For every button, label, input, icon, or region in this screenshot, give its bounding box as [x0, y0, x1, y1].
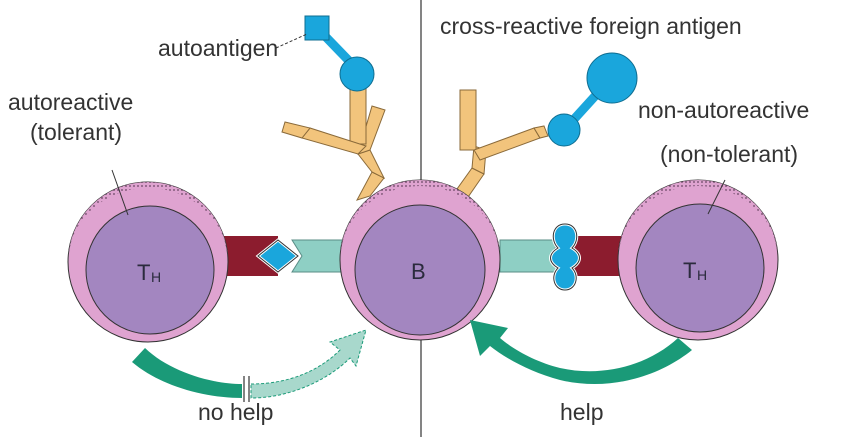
- b-cell: B: [340, 180, 500, 340]
- non-tolerant-label: (non-tolerant): [660, 141, 798, 167]
- right-th-letter: T: [683, 258, 696, 283]
- help-label: help: [560, 399, 603, 425]
- antibody-left: [282, 86, 385, 200]
- autoantigen-molecule: [305, 16, 374, 91]
- right-th-subscript: H: [697, 267, 707, 283]
- b-cell-letter: B: [411, 259, 426, 284]
- foreign-antigen-molecule: [548, 53, 637, 146]
- left-th-letter: T: [137, 260, 150, 285]
- left-th-subscript: H: [151, 269, 161, 285]
- antibody-right: [452, 90, 548, 200]
- peptide-peanut-right: [551, 224, 580, 290]
- no-help-arrow: [132, 330, 366, 402]
- autoantigen-label: autoantigen: [158, 35, 278, 61]
- autoreactive-label: autoreactive: [8, 89, 133, 115]
- right-th-cell: T H: [618, 180, 778, 340]
- no-help-label: no help: [198, 399, 273, 425]
- tolerant-label: (tolerant): [30, 119, 122, 145]
- autoantigen-leader: [276, 34, 307, 48]
- non-autoreactive-label: non-autoreactive: [638, 97, 809, 123]
- foreign-antigen-label: cross-reactive foreign antigen: [440, 13, 742, 39]
- left-th-cell: T H: [68, 182, 228, 342]
